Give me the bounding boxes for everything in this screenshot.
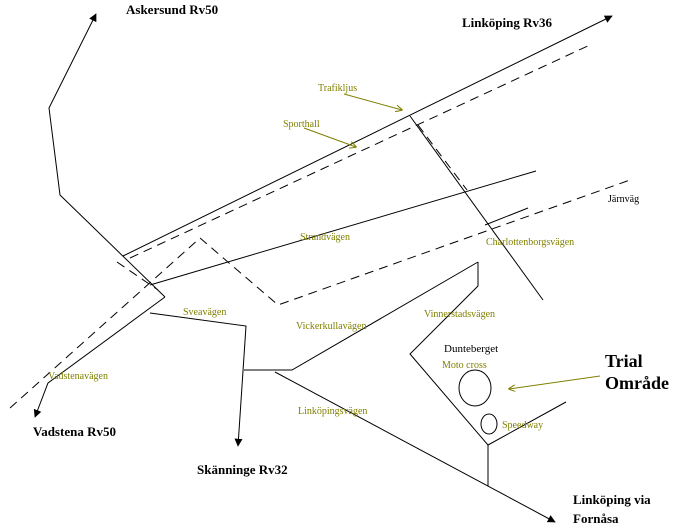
road-linkoping-rv36 [122,15,613,257]
trafikljus-pointer-arrow [343,93,402,110]
sporthall-pointer-arrow [303,127,356,147]
label-trafikljus: Trafikljus [318,83,357,94]
label-charlottenborgsvagen: Charlottenborgsvägen [486,237,574,248]
label-strandvagen: Strandvägen [300,232,350,243]
road-vinnerstadsvagen [409,262,489,486]
label-trial: Trial [605,351,643,371]
label-vadstenavagen: Vadstenavägen [48,371,108,382]
label-linkoping-rv36: Linköping Rv36 [462,15,552,30]
label-fornasa: Fornåsa [573,511,619,526]
road-askersund [48,13,166,298]
label-speedway: Speedway [502,420,543,431]
road-vickerkullavagen [244,261,479,371]
speedway-track [480,413,498,435]
dashed-line-upper [129,43,593,259]
road-charlottenborg-stub [484,207,529,226]
road-sveavagen [149,312,247,447]
railway-crossing-dashes [417,124,468,191]
label-sveavagen: Sveavägen [183,307,226,318]
trial-pointer-arrow [509,375,601,389]
label-omrade: Område [605,373,669,393]
road-cross-trafikljus [409,115,544,301]
label-linkoping-via: Linköping via [573,492,651,507]
road-vadstena [33,296,166,418]
label-linkopingsvagen: Linköpingsvägen [298,406,367,417]
road-speedway-side [487,401,567,446]
label-vadstena: Vadstena Rv50 [33,424,116,439]
label-dunteberget: Dunteberget [444,343,498,355]
label-askersund: Askersund Rv50 [126,2,218,17]
label-moto-cross: Moto cross [442,360,487,371]
railway-crossing-dashes-2 [116,261,159,291]
road-linkopingsvagen [274,371,556,523]
moto-cross-track [458,369,492,407]
label-skanninge: Skänninge Rv32 [197,462,288,477]
label-vickerkullavagen: Vickerkullavägen [296,321,366,332]
label-vinnerstadsvagen: Vinnerstadsvägen [424,309,495,320]
railway-line [9,179,631,409]
label-sporthall: Sporthall [283,119,320,130]
road-strandvagen [149,170,537,286]
label-jarnvag: Järnväg [608,194,639,205]
